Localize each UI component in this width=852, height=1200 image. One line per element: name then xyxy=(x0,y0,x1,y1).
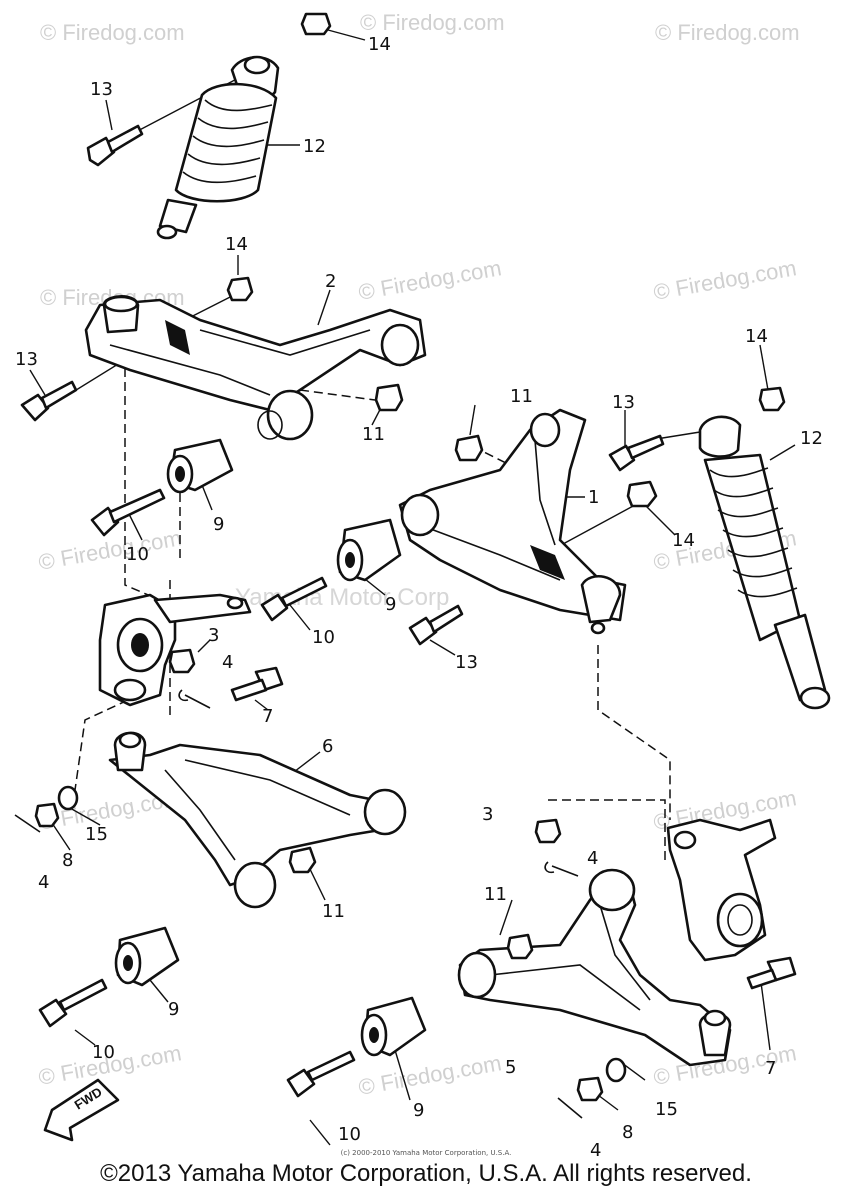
callout-9: 9 xyxy=(413,1100,424,1121)
bushing-9-lower-left xyxy=(114,926,180,987)
nut-3-right xyxy=(534,818,562,844)
shock-absorber-upper-left xyxy=(156,55,280,240)
callout-5: 5 xyxy=(505,1057,516,1078)
callout-14: 14 xyxy=(745,326,768,347)
callout-14: 14 xyxy=(672,530,695,551)
diagram-source-note: (c) 2000-2010 Yamaha Motor Corporation, … xyxy=(340,1149,512,1157)
cotter-pin-4-left xyxy=(178,689,211,709)
callout-9: 9 xyxy=(385,594,396,615)
cotter-pin-4-far-left xyxy=(14,814,41,833)
bushing-9-lower-right xyxy=(360,996,427,1057)
callout-13: 13 xyxy=(455,652,478,673)
cotter-pin-4-lower-right xyxy=(557,1097,583,1119)
callout-12: 12 xyxy=(303,136,326,157)
callout-9: 9 xyxy=(168,999,179,1020)
lower-arm-right xyxy=(457,868,732,1067)
watermark: © Firedog.com xyxy=(37,525,184,575)
callout-11: 11 xyxy=(322,901,345,922)
cotter-pin-4-right xyxy=(544,861,579,877)
bolt-13-center xyxy=(408,604,464,646)
nut-11-mid-left xyxy=(374,383,404,412)
bolt-13-top xyxy=(86,124,144,167)
watermark: © Firedog.com xyxy=(357,255,504,305)
callout-3: 3 xyxy=(482,804,493,825)
callout-13: 13 xyxy=(15,349,38,370)
copyright-notice: ©2013 Yamaha Motor Corporation, U.S.A. A… xyxy=(100,1160,752,1187)
forward-arrow-icon: FWD xyxy=(43,1078,120,1142)
callout-10: 10 xyxy=(126,544,149,565)
steering-knuckle-left xyxy=(98,593,252,707)
bolt-13-right-upper xyxy=(608,434,665,472)
callout-11: 11 xyxy=(362,424,385,445)
callout-1: 1 xyxy=(588,487,599,508)
callout-14: 14 xyxy=(368,34,391,55)
washer-15-left xyxy=(57,785,79,811)
callout-10: 10 xyxy=(338,1124,361,1145)
callout-8: 8 xyxy=(62,850,73,871)
callout-4: 4 xyxy=(38,872,49,893)
callout-15: 15 xyxy=(655,1099,678,1120)
callout-labels: 14 13 12 14 2 13 11 11 1 13 14 12 14 9 1… xyxy=(15,34,823,1161)
callout-7: 7 xyxy=(262,706,273,727)
washer-15-right xyxy=(605,1057,627,1083)
bolt-10-upper-left xyxy=(90,488,166,537)
watermark: © Firedog.com xyxy=(652,255,799,305)
nut-3-left xyxy=(168,648,196,674)
callout-11: 11 xyxy=(510,386,533,407)
nut-8-left xyxy=(34,802,60,828)
nut-14-right-top xyxy=(758,386,786,412)
callout-6: 6 xyxy=(322,736,333,757)
bolt-10-lower-right xyxy=(286,1050,356,1098)
callout-10: 10 xyxy=(92,1042,115,1063)
nut-14-mid-left xyxy=(226,276,254,302)
bushing-9-center xyxy=(336,518,402,582)
bolt-7-right xyxy=(746,956,797,990)
bushing-9-upper-left xyxy=(166,438,234,494)
callout-13: 13 xyxy=(612,392,635,413)
nut-11-right xyxy=(454,434,484,462)
watermark: © Firedog.com xyxy=(360,10,505,35)
callout-2: 2 xyxy=(325,271,336,292)
nut-14-right xyxy=(626,480,658,508)
callout-3: 3 xyxy=(208,625,219,646)
bolt-10-center xyxy=(260,576,328,622)
nut-11-lower-left xyxy=(288,846,317,874)
watermark: © Firedog.com xyxy=(655,20,800,45)
nut-11-lower-right xyxy=(506,933,534,960)
callout-13: 13 xyxy=(90,79,113,100)
watermark: © Firedog.com xyxy=(357,1050,504,1100)
bolt-7-left xyxy=(230,666,284,702)
callout-8: 8 xyxy=(622,1122,633,1143)
upper-arm-left xyxy=(84,295,427,441)
shock-absorber-right xyxy=(698,415,831,710)
watermark: © Firedog.com xyxy=(40,20,185,45)
lower-arm-left xyxy=(108,731,407,909)
nut-14-top xyxy=(300,12,332,36)
callout-4: 4 xyxy=(590,1140,601,1161)
callout-4: 4 xyxy=(222,652,233,673)
callout-7: 7 xyxy=(765,1058,776,1079)
callout-12: 12 xyxy=(800,428,823,449)
callout-14: 14 xyxy=(225,234,248,255)
steering-knuckle-right xyxy=(666,818,777,962)
bolt-13-mid-left xyxy=(20,380,78,422)
upper-arm-right xyxy=(398,408,627,635)
nut-8-right xyxy=(576,1076,604,1102)
callout-9: 9 xyxy=(213,514,224,535)
callout-4: 4 xyxy=(587,848,598,869)
callout-10: 10 xyxy=(312,627,335,648)
bolt-10-lower-left xyxy=(38,978,108,1028)
callout-11: 11 xyxy=(484,884,507,905)
callout-15: 15 xyxy=(85,824,108,845)
